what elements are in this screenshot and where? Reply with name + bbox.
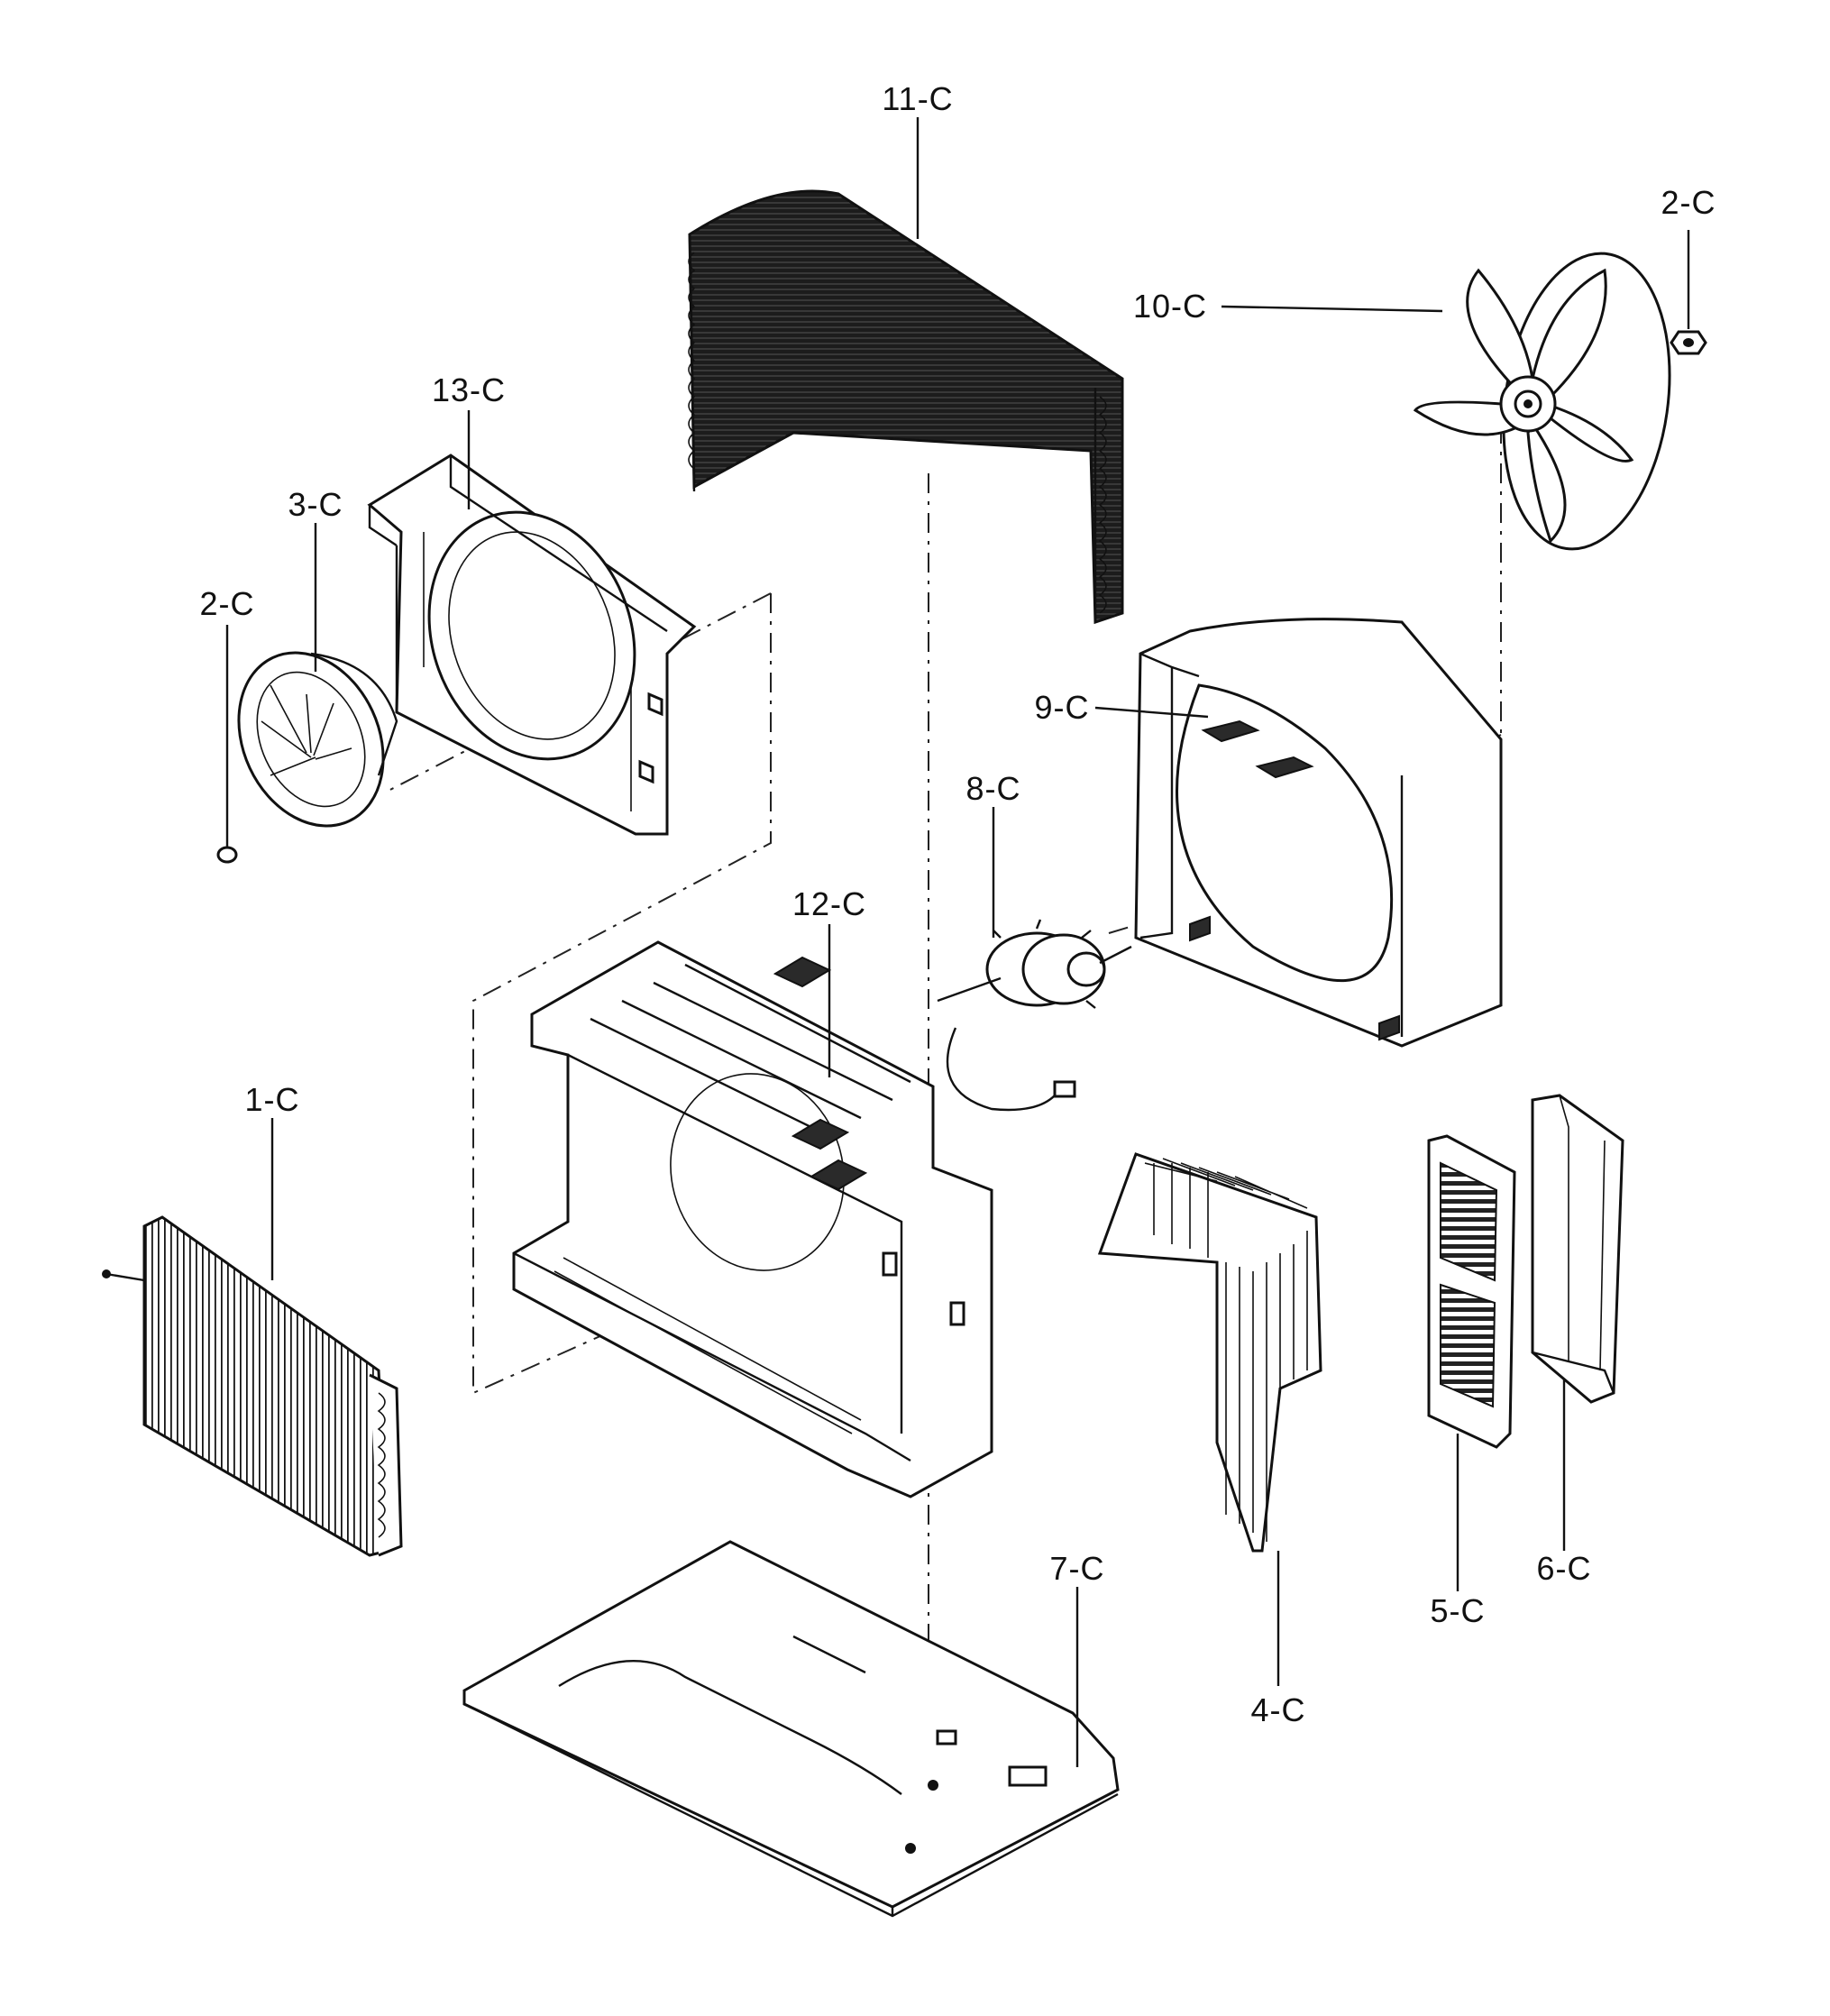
callout-12c: 12-C — [791, 885, 867, 922]
part-3c-blower-wheel — [237, 651, 398, 828]
part-2c-nut-right — [1670, 330, 1707, 355]
callout-11c: 11-C — [882, 80, 954, 117]
part-2c-nut-left — [216, 846, 238, 864]
part-5c-filter — [1427, 1134, 1516, 1449]
callout-2c-right: 2-C — [1661, 184, 1716, 221]
part-11c-coil — [688, 189, 1124, 625]
part-7c-base-plate — [462, 1540, 1120, 1918]
callout-13c: 13-C — [431, 371, 507, 408]
part-10c-condenser-fan — [1413, 252, 1671, 551]
callout-4c: 4-C — [1250, 1691, 1306, 1728]
callout-8c: 8-C — [965, 770, 1021, 807]
part-6c-panel — [1531, 1094, 1624, 1404]
part-12c-center-frame — [512, 940, 993, 1498]
callout-9c: 9-C — [1034, 689, 1090, 726]
callout-3c: 3-C — [288, 486, 343, 523]
part-8c-motor — [937, 919, 1132, 1112]
part-4c-grille-frame — [1097, 1152, 1322, 1553]
part-13c-shroud — [367, 454, 697, 836]
callout-5c: 5-C — [1430, 1592, 1486, 1629]
callout-6c: 6-C — [1536, 1550, 1592, 1587]
callout-2c-left: 2-C — [199, 585, 255, 622]
part-9c-condenser-shroud — [1134, 618, 1503, 1048]
callout-1c: 1-C — [244, 1081, 300, 1118]
callout-leaders — [225, 117, 1690, 1767]
callout-10c: 10-C — [1132, 288, 1208, 325]
callout-7c: 7-C — [1049, 1550, 1105, 1587]
part-1c-condenser-coil — [102, 1215, 403, 1557]
